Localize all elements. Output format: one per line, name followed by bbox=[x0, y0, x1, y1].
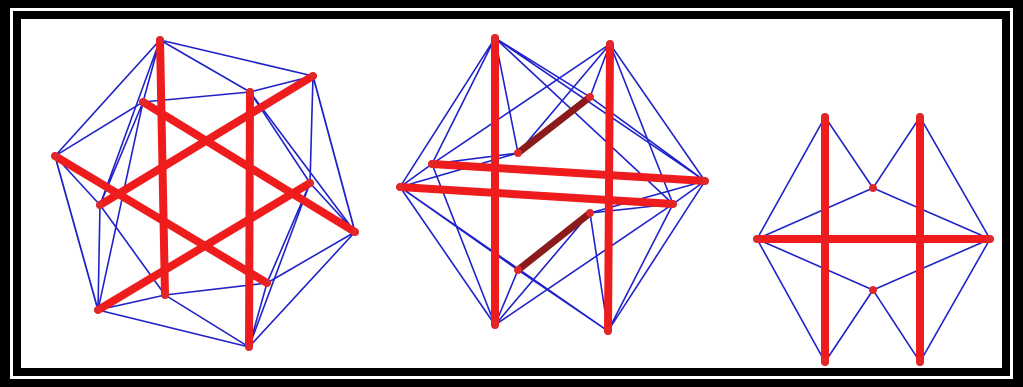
cable bbox=[610, 44, 705, 181]
node bbox=[606, 40, 614, 48]
node bbox=[586, 93, 594, 101]
strut bbox=[518, 97, 590, 153]
node bbox=[669, 200, 677, 208]
node bbox=[306, 179, 314, 187]
cable bbox=[310, 76, 313, 183]
cable bbox=[98, 310, 249, 347]
image-frame-border bbox=[10, 8, 1013, 379]
cable bbox=[608, 204, 673, 331]
node bbox=[491, 321, 499, 329]
strut bbox=[518, 213, 590, 270]
cable bbox=[873, 117, 920, 188]
node bbox=[604, 327, 612, 335]
tensegrity-diagram bbox=[21, 19, 1002, 368]
node bbox=[396, 183, 404, 191]
node bbox=[491, 34, 499, 42]
node bbox=[245, 343, 253, 351]
cable bbox=[267, 232, 355, 283]
cable bbox=[873, 290, 920, 362]
tensegrity-figure-3 bbox=[753, 113, 994, 366]
node bbox=[869, 184, 877, 192]
cable bbox=[757, 117, 825, 239]
node bbox=[161, 291, 169, 299]
cable bbox=[249, 183, 310, 347]
cable bbox=[873, 239, 990, 290]
cable bbox=[825, 117, 873, 188]
cable bbox=[98, 205, 100, 310]
node bbox=[986, 235, 994, 243]
cable bbox=[400, 187, 608, 331]
node bbox=[916, 358, 924, 366]
node bbox=[514, 149, 522, 157]
node bbox=[263, 279, 271, 287]
cable bbox=[757, 188, 873, 239]
node bbox=[869, 286, 877, 294]
strut bbox=[400, 187, 673, 204]
node bbox=[156, 36, 164, 44]
cable bbox=[160, 40, 250, 92]
cable bbox=[920, 117, 990, 239]
node bbox=[821, 358, 829, 366]
cable bbox=[495, 38, 705, 181]
node bbox=[916, 113, 924, 121]
node bbox=[309, 72, 317, 80]
tensegrity-figure-2 bbox=[396, 34, 709, 335]
tensegrity-figure-1 bbox=[51, 36, 359, 351]
node bbox=[51, 152, 59, 160]
node bbox=[96, 201, 104, 209]
node bbox=[139, 98, 147, 106]
cable bbox=[825, 290, 873, 362]
node bbox=[514, 266, 522, 274]
cable bbox=[160, 40, 313, 76]
cable bbox=[432, 38, 495, 164]
diagram-canvas bbox=[21, 19, 1002, 368]
node bbox=[94, 306, 102, 314]
node bbox=[821, 113, 829, 121]
node bbox=[586, 209, 594, 217]
cable bbox=[873, 188, 990, 239]
node bbox=[428, 160, 436, 168]
node bbox=[701, 177, 709, 185]
node bbox=[351, 228, 359, 236]
node bbox=[246, 88, 254, 96]
strut bbox=[608, 44, 610, 331]
strut bbox=[432, 164, 705, 181]
cable bbox=[400, 187, 495, 325]
cable bbox=[55, 102, 143, 156]
cable bbox=[757, 239, 825, 362]
node bbox=[753, 235, 761, 243]
cable bbox=[757, 239, 873, 290]
cable bbox=[920, 239, 990, 362]
cable bbox=[165, 295, 249, 347]
